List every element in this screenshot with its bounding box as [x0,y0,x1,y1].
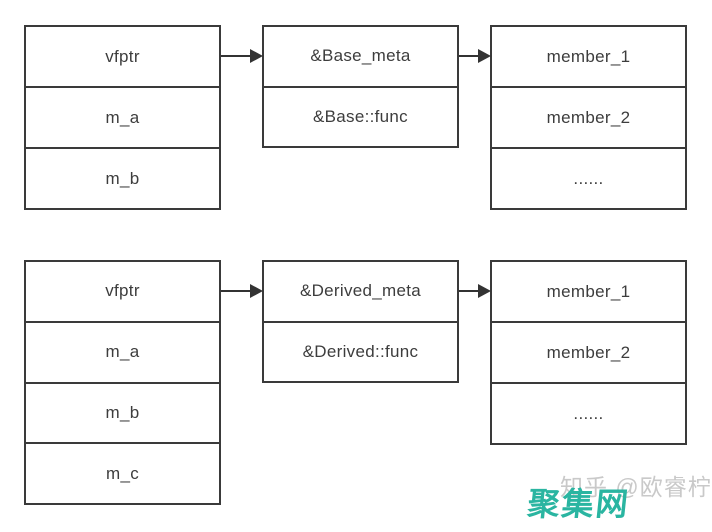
derived-object-cell-m-c: m_c [26,442,219,503]
site-watermark: 聚集网 [525,486,632,522]
base-members-box: member_1 member_2 ...... [490,25,687,210]
arrow-shaft [459,290,480,292]
derived-object-cell-vfptr: vfptr [105,281,140,301]
derived-object-cell-m-b: m_b [26,381,219,443]
base-object-cell-vfptr: vfptr [105,46,140,66]
arrow-shaft [221,55,252,57]
derived-members-cell-2: member_2 [492,321,685,382]
base-object-box: vfptr m_a m_b [24,25,221,210]
base-members-cell-ellipsis: ...... [492,147,685,208]
arrow-derived-vfptr-to-vtable [221,284,263,298]
arrow-right-icon [478,49,491,63]
arrow-derived-vtable-to-members [459,284,491,298]
base-vtable-cell-meta: &Base_meta [310,46,411,66]
arrow-right-icon [250,49,263,63]
base-members-cell-1: member_1 [546,46,631,66]
derived-vtable-box: &Derived_meta &Derived::func [262,260,459,383]
base-members-cell-2: member_2 [492,86,685,147]
base-object-cell-m-b: m_b [26,147,219,208]
arrow-right-icon [478,284,491,298]
base-vtable-cell-func: &Base::func [264,85,457,147]
base-object-cell-m-a: m_a [26,86,219,147]
derived-vtable-cell-meta: &Derived_meta [299,281,422,301]
arrow-shaft [459,55,480,57]
author-watermark: 知乎 @欧睿柠 [560,474,712,500]
derived-members-cell-ellipsis: ...... [492,382,685,443]
arrow-right-icon [250,284,263,298]
arrow-base-vfptr-to-vtable [221,49,263,63]
arrow-base-vtable-to-members [459,49,491,63]
arrow-shaft [221,290,252,292]
derived-members-cell-1: member_1 [546,281,631,301]
derived-object-cell-m-a: m_a [26,320,219,382]
base-vtable-box: &Base_meta &Base::func [262,25,459,148]
derived-members-box: member_1 member_2 ...... [490,260,687,445]
derived-object-box: vfptr m_a m_b m_c [24,260,221,505]
derived-vtable-cell-func: &Derived::func [264,320,457,382]
